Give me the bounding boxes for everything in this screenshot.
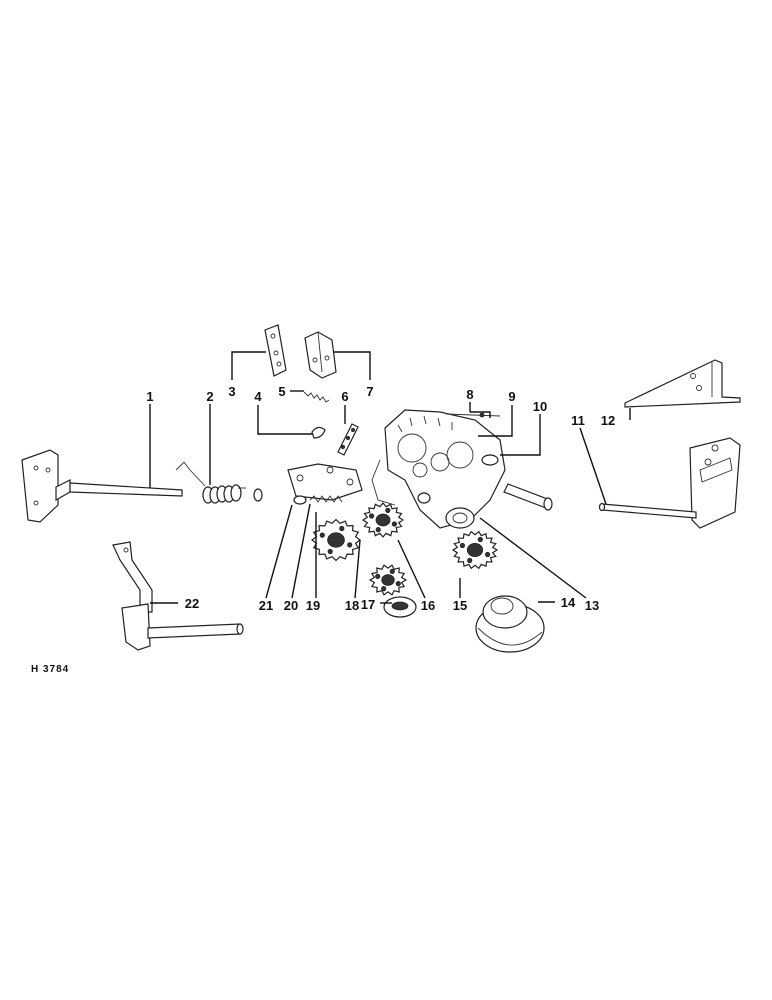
callout-21: 21 xyxy=(259,598,273,613)
callout-16: 16 xyxy=(421,598,435,613)
part-8-pin xyxy=(445,412,501,418)
part-5-spring-pin xyxy=(303,391,330,403)
callout-22: 22 xyxy=(185,596,199,611)
callout-10: 10 xyxy=(533,399,547,414)
part-16-sprocket xyxy=(361,502,405,538)
sprocket-hub xyxy=(327,532,345,548)
part-10-washer xyxy=(481,454,499,466)
part-17-cap xyxy=(383,596,417,618)
sprocket-hub xyxy=(375,513,391,527)
callout-2: 2 xyxy=(206,389,213,404)
sprocket-hole xyxy=(385,507,391,513)
gearbox-housing xyxy=(371,409,506,529)
part-4-clip xyxy=(311,426,326,439)
sprocket-hole xyxy=(381,585,387,592)
sprocket-hole xyxy=(391,521,397,527)
part-18-sprocket xyxy=(368,564,408,596)
part-19-sprocket xyxy=(311,518,361,562)
sprockets xyxy=(311,502,499,596)
callout-3: 3 xyxy=(228,384,235,399)
sprocket-hole xyxy=(389,568,395,575)
part-2-spring xyxy=(175,461,246,504)
sprocket-hub xyxy=(466,543,484,558)
part-22-bracket-rod xyxy=(112,541,244,651)
sprocket-hole xyxy=(375,573,381,580)
sprocket-hub xyxy=(381,574,395,586)
sprocket-hole xyxy=(467,557,473,564)
sprocket-hole xyxy=(375,526,381,533)
part-3-plate xyxy=(264,324,287,377)
callout-labels: 1 2 3 4 5 6 7 8 9 10 11 12 13 14 15 16 1… xyxy=(146,384,615,613)
callout-1: 1 xyxy=(146,389,153,404)
callout-12: 12 xyxy=(601,413,615,428)
part-6-link xyxy=(337,423,359,456)
callout-8: 8 xyxy=(466,387,473,402)
part-21-pivot-plate xyxy=(287,463,363,505)
callout-9: 9 xyxy=(508,389,515,404)
part-7-bracket xyxy=(304,331,337,379)
drawing-code: H 3784 xyxy=(31,664,69,675)
callout-11: 11 xyxy=(571,413,585,428)
sprocket-hole xyxy=(339,525,345,532)
part-11-bracket-rod xyxy=(598,437,741,529)
sprocket-hole xyxy=(395,580,401,587)
callout-19: 19 xyxy=(306,598,320,613)
sprocket-hole xyxy=(477,536,483,543)
sprocket-hole xyxy=(327,548,333,555)
callout-15: 15 xyxy=(453,598,467,613)
callout-20: 20 xyxy=(284,598,298,613)
sprocket-hole xyxy=(347,542,353,548)
sprocket-hole xyxy=(319,532,325,538)
part-15-sprocket xyxy=(451,530,499,570)
sprocket-hole xyxy=(368,513,375,519)
callout-18: 18 xyxy=(345,598,359,613)
callout-17: 17 xyxy=(361,597,375,612)
part-20-spring xyxy=(309,495,343,503)
callout-6: 6 xyxy=(341,389,348,404)
callout-13: 13 xyxy=(585,598,599,613)
leader-lines xyxy=(149,351,631,604)
washer xyxy=(253,488,263,502)
callout-4: 4 xyxy=(254,389,262,404)
sprocket-hole xyxy=(484,551,491,558)
part-12-plate xyxy=(624,359,741,408)
part-1-bracket-rod xyxy=(21,449,183,523)
callout-14: 14 xyxy=(561,595,576,610)
callout-7: 7 xyxy=(366,384,373,399)
bolt xyxy=(503,483,553,511)
sprocket-hole xyxy=(459,542,465,549)
callout-5: 5 xyxy=(278,384,285,399)
part-14-pulley xyxy=(475,595,545,653)
